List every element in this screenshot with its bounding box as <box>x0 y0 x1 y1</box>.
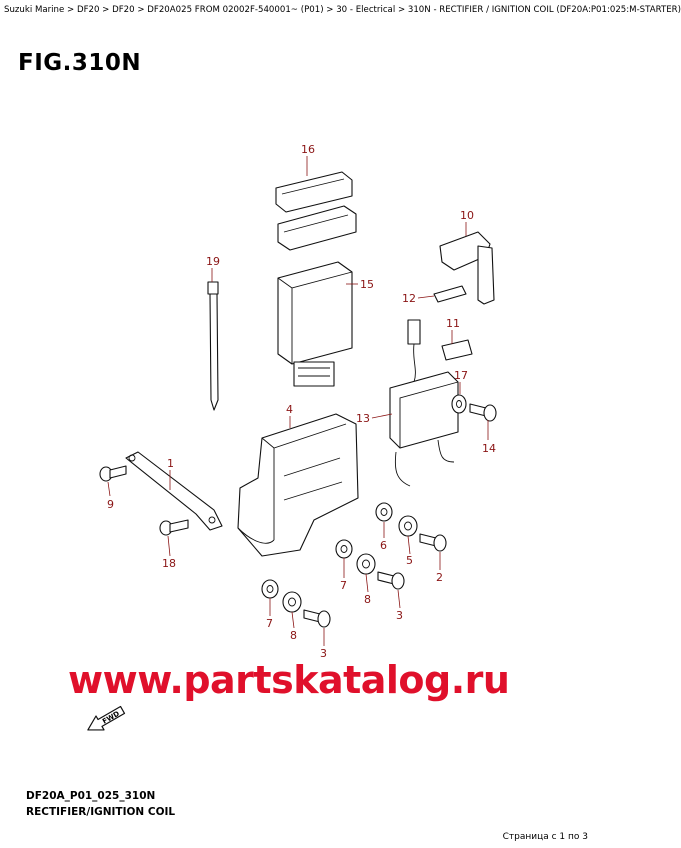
watermark: www.partskatalog.ru <box>68 658 510 702</box>
part-1-stay <box>125 451 223 531</box>
callout-3b: 3 <box>320 647 327 660</box>
part-14-bolt <box>469 403 497 422</box>
callout-11: 11 <box>446 317 460 330</box>
fwd-arrow-icon: FWD <box>87 705 126 731</box>
callout-17: 17 <box>454 369 468 382</box>
part-8-grommet-a <box>356 553 376 575</box>
callout-16: 16 <box>301 143 315 156</box>
part-19-cable-tie <box>207 281 219 411</box>
callout-7a: 7 <box>340 579 347 592</box>
leader-lines <box>107 156 489 646</box>
part-11-clamp <box>441 339 473 361</box>
part-8-grommet-b <box>282 591 302 613</box>
part-17-washer <box>451 394 467 414</box>
callout-7b: 7 <box>266 617 273 630</box>
part-12-clamp <box>433 285 467 303</box>
breadcrumb[interactable]: Suzuki Marine > DF20 > DF20 > DF20A025 F… <box>4 5 681 15</box>
callout-8a: 8 <box>364 593 371 606</box>
callout-3a: 3 <box>396 609 403 622</box>
callout-14: 14 <box>482 442 496 455</box>
callout-19: 19 <box>206 255 220 268</box>
parts-diagram: 16 19 15 10 12 11 4 13 17 14 1 9 18 6 5 … <box>87 143 497 731</box>
callout-8b: 8 <box>290 629 297 642</box>
callout-1: 1 <box>167 457 174 470</box>
callout-15: 15 <box>360 278 374 291</box>
part-7-collar-a <box>335 539 353 559</box>
callout-4: 4 <box>286 403 293 416</box>
part-5-grommet <box>398 515 418 537</box>
figure-caption: RECTIFIER/IGNITION COIL <box>26 806 176 818</box>
fwd-label: FWD <box>101 710 121 726</box>
part-6-collar <box>375 502 393 522</box>
callout-6: 6 <box>380 539 387 552</box>
callout-18: 18 <box>162 557 176 570</box>
part-7-collar-b <box>261 579 279 599</box>
callout-12: 12 <box>402 292 416 305</box>
callout-13: 13 <box>356 412 370 425</box>
callout-5: 5 <box>406 554 413 567</box>
part-15-rectifier <box>277 261 353 387</box>
callout-2: 2 <box>436 571 443 584</box>
callouts: 16 19 15 10 12 11 4 13 17 14 1 9 18 6 5 … <box>107 143 496 660</box>
part-10-plug-cap <box>439 231 495 305</box>
part-16-cover <box>275 171 357 251</box>
part-3-bolt-a <box>377 571 405 590</box>
part-9-bolt <box>99 465 127 482</box>
callout-10: 10 <box>460 209 474 222</box>
part-4-bracket <box>237 413 359 557</box>
part-13-ignition-coil <box>389 319 459 487</box>
part-3-bolt-b <box>303 609 331 628</box>
callout-9: 9 <box>107 498 114 511</box>
figure-code: DF20A_P01_025_310N <box>26 790 156 802</box>
part-18-bolt <box>159 519 189 536</box>
figure-title: FIG.310N <box>18 50 142 76</box>
pager: Страница с 1 по 3 <box>502 832 588 842</box>
part-2-bolt <box>419 533 447 552</box>
